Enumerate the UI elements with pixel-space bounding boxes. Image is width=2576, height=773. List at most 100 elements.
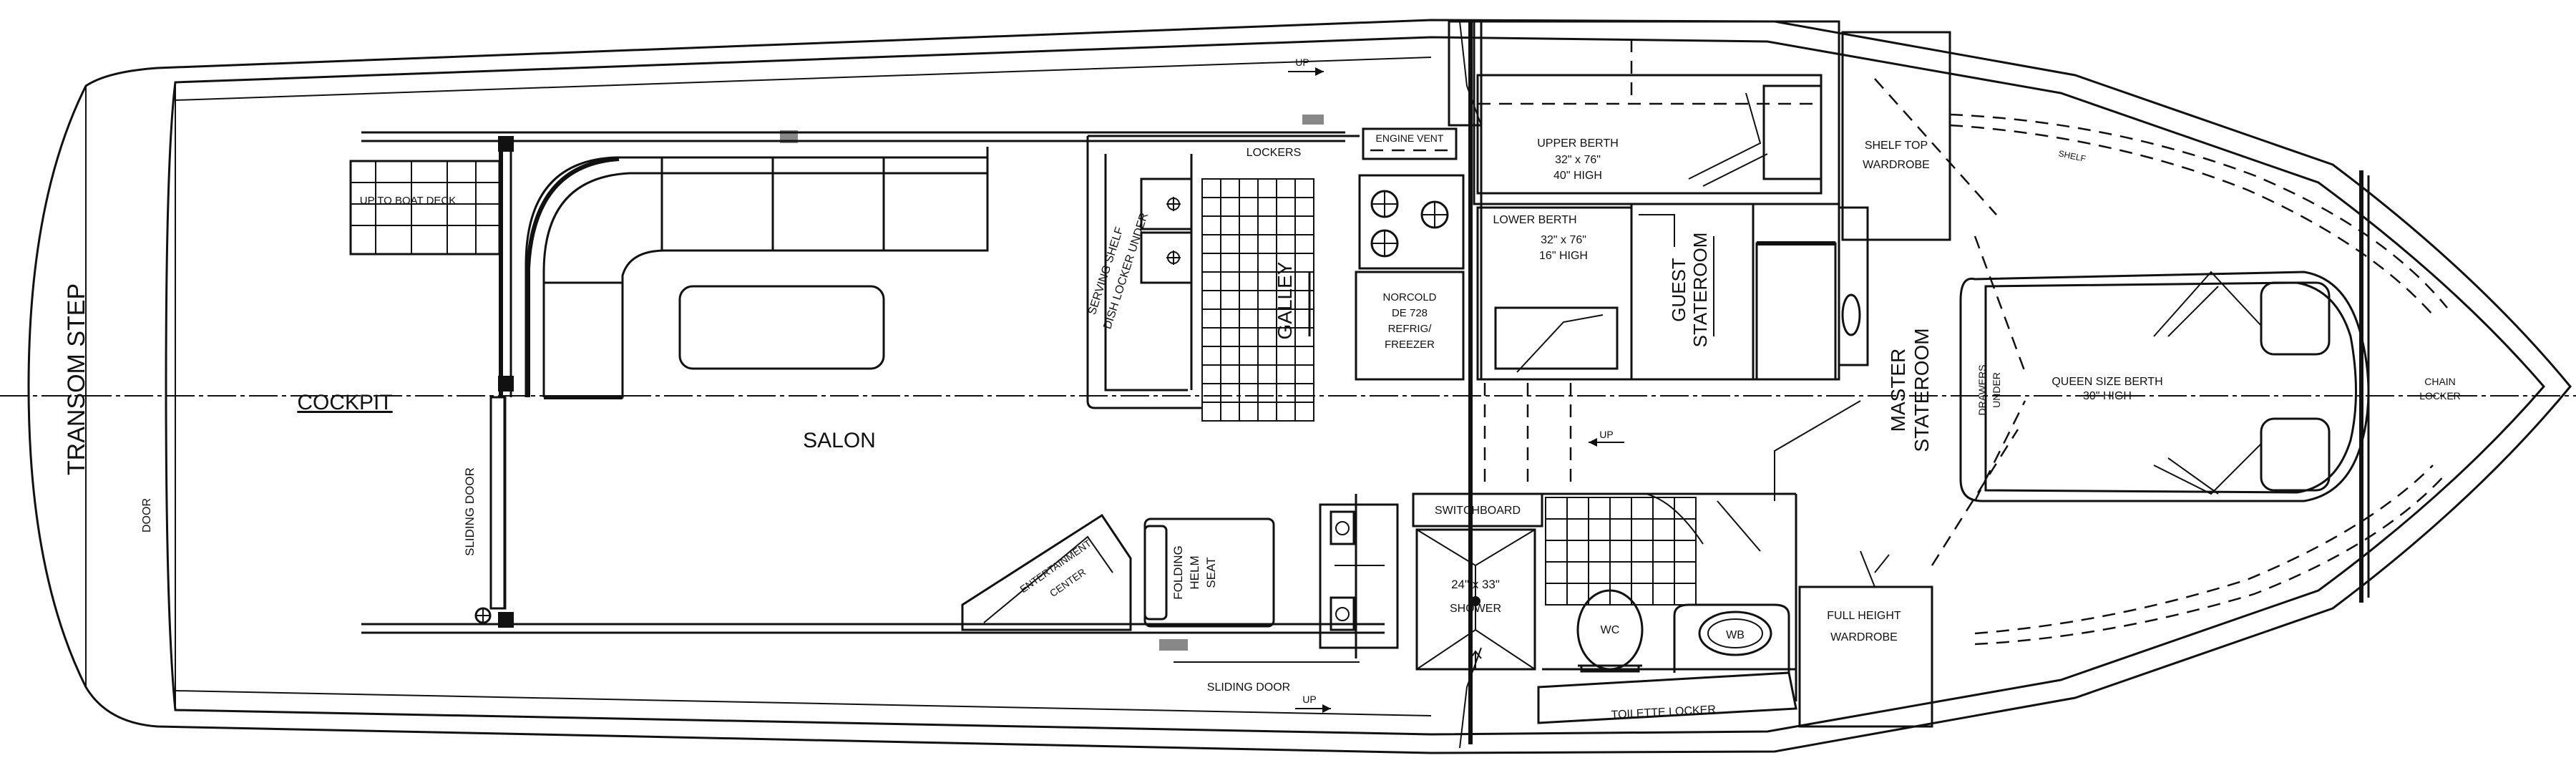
folding-label: FOLDING: [1171, 545, 1185, 600]
floor-tile: [1674, 540, 1697, 563]
floor-tile: [1220, 402, 1240, 422]
floor-tile: [1239, 271, 1259, 291]
floor-tile: [1220, 234, 1240, 254]
master-door-knob-icon: [1841, 293, 1861, 336]
upper-berth[interactable]: UPPER BERTH 32" x 76" 40" HIGH: [1476, 39, 1823, 195]
up-mid-label: UP: [1599, 429, 1613, 440]
upper-berth-size-label: 32" x 76": [1555, 154, 1601, 166]
transom-step-label: TRANSOM STEP: [63, 283, 90, 475]
floor-tile: [1652, 518, 1675, 541]
floor-tile: [1674, 583, 1697, 606]
head: SWITCHBOARD 24" x 33" SHOWER WC: [1412, 492, 1933, 728]
floor-tile: [1257, 234, 1277, 254]
floor-tile: [1239, 327, 1259, 347]
stove[interactable]: [1358, 174, 1465, 270]
entertainment-center[interactable]: ENTERTAINMENT CENTER: [961, 513, 1132, 631]
floor-tile: [1276, 197, 1296, 217]
lower-pillow-icon: [1494, 306, 1619, 370]
wash-basin[interactable]: WB: [1673, 603, 1790, 673]
floor-tile: [1294, 383, 1314, 403]
floor-tile: [1631, 518, 1654, 541]
floor-tile: [1201, 234, 1221, 254]
floor-tile: [1294, 290, 1314, 310]
shower-drain-icon: [1470, 596, 1480, 606]
queen-size-berth[interactable]: DRAWERS UNDER QUEEN SIZE BERTH 30" HIGH: [1959, 271, 2370, 502]
l-shaped-settee[interactable]: [525, 147, 989, 399]
floor-tile: [1588, 561, 1611, 584]
engine-vent-label: ENGINE VENT: [1376, 132, 1444, 144]
floor-tile: [1566, 561, 1589, 584]
sliding-door-stbd-label: SLIDING DOOR: [1207, 681, 1290, 694]
floor-tile: [1545, 561, 1568, 584]
floor-tile: [1201, 364, 1221, 384]
floor-tile: [1201, 197, 1221, 217]
up-stbd-label: UP: [1302, 694, 1316, 705]
floor-tile: [1220, 383, 1240, 403]
floor-tile: [1257, 364, 1277, 384]
lower-berth-high-label: 16" HIGH: [1539, 250, 1588, 262]
shelf-top-label: SHELF TOP: [1865, 140, 1928, 152]
shelf-label: SHELF: [2057, 148, 2087, 164]
floor-tile: [1201, 327, 1221, 347]
toilet[interactable]: WC: [1576, 589, 1644, 673]
floor-tile: [1609, 561, 1632, 584]
floor-tile: [1276, 234, 1296, 254]
shower[interactable]: 24" x 33" SHOWER: [1415, 528, 1536, 671]
refrigerator-freezer[interactable]: NORCOLD DE 728 REFRIG/ FREEZER: [1355, 271, 1465, 381]
floor-tile: [1674, 561, 1697, 584]
salon-table[interactable]: [678, 285, 885, 370]
toilette-locker[interactable]: [1537, 671, 1797, 724]
floor-tile: [1239, 215, 1259, 235]
guest-door[interactable]: [1755, 242, 1837, 381]
switchboard[interactable]: [1412, 492, 1543, 528]
floor-tile: [1294, 197, 1314, 217]
floor-tile: [1545, 518, 1568, 541]
folding-helm-seat[interactable]: FOLDING HELM SEAT: [1143, 517, 1275, 628]
master-stateroom-label: STATEROOM: [1911, 328, 1933, 452]
floor-tile: [1631, 497, 1654, 520]
floor-tile: [1239, 178, 1259, 198]
floor-tile: [1201, 215, 1221, 235]
floor-tile: [1220, 327, 1240, 347]
salon: SALON ENTERTAINMENT CENTER FOLDING HELM …: [361, 115, 1399, 713]
chain-locker[interactable]: CHAIN LOCKER: [2419, 376, 2461, 402]
chain-label: CHAIN: [2424, 376, 2456, 387]
pillow-port-icon: [2260, 281, 2331, 356]
toilette-locker-label: TOILETTE LOCKER: [1611, 704, 1716, 721]
floor-tile: [1566, 540, 1589, 563]
seat-label: SEAT: [1204, 557, 1218, 588]
engine-vent[interactable]: [1362, 127, 1458, 160]
lower-berth-label: LOWER BERTH: [1493, 214, 1576, 226]
floor-tile: [1609, 540, 1632, 563]
lower-berth-size-label: 32" x 76": [1541, 234, 1586, 246]
floor-tile: [1631, 540, 1654, 563]
floor-tile: [1652, 561, 1675, 584]
lower-berth[interactable]: LOWER BERTH 32" x 76" 16" HIGH: [1476, 206, 1633, 381]
master-stateroom: SHELF TOP WARDROBE SHELF MASTER STATEROO…: [1774, 31, 2448, 646]
floor-tile: [1220, 271, 1240, 291]
floor-tile: [1588, 583, 1611, 606]
floor-tile: [1294, 402, 1314, 422]
full-height-wardrobe[interactable]: FULL HEIGHT WARDROBE: [1798, 550, 1933, 728]
floor-tile: [1220, 197, 1240, 217]
double-sink[interactable]: [1140, 178, 1193, 284]
up-to-boat-deck-label: UP TO BOAT DECK: [360, 195, 457, 207]
floor-tile: [1201, 271, 1221, 291]
companionway: UP: [1448, 20, 1624, 749]
floor-tile: [1545, 583, 1568, 606]
floor-tile: [1609, 518, 1632, 541]
floor-tile: [1566, 497, 1589, 520]
galley-label: GALLEY: [1274, 261, 1296, 339]
guest-stateroom: UPPER BERTH 32" x 76" 40" HIGH LOWER BER…: [1473, 20, 1840, 381]
aft-sliding-door-label: SLIDING DOOR: [463, 467, 477, 556]
floor-tile: [1276, 178, 1296, 198]
floor-tile: [1294, 271, 1314, 291]
floor-tile: [1294, 178, 1314, 198]
upper-berth-high-label: 40" HIGH: [1553, 170, 1602, 182]
helm-station[interactable]: [1319, 494, 1399, 658]
aft-sliding-door[interactable]: SLIDING DOOR: [463, 396, 507, 610]
drawers-label: DRAWERS: [1976, 364, 1988, 415]
boat-deck-stair[interactable]: UP TO BOAT DECK: [349, 160, 501, 256]
under-label: UNDER: [1991, 372, 2002, 408]
floor-tile: [1588, 540, 1611, 563]
